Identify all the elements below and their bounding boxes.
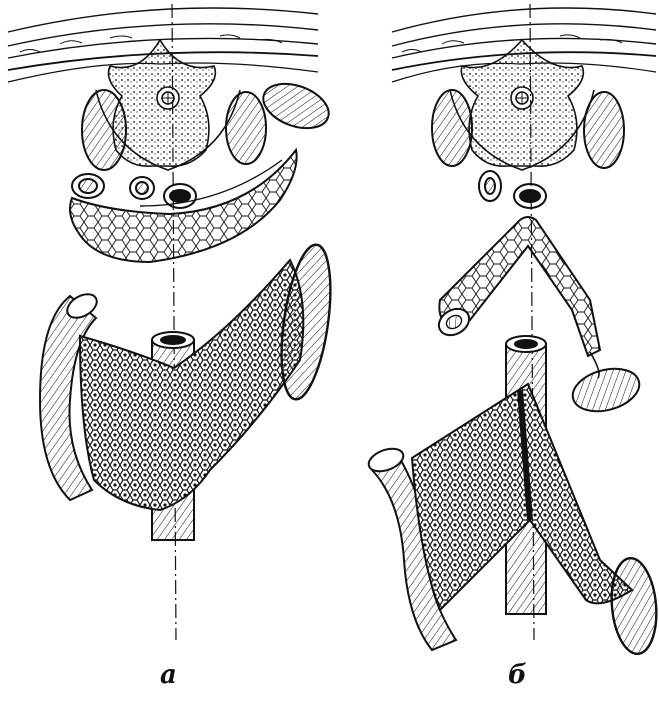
panel-a-right-kidney bbox=[226, 92, 266, 164]
panel-a-drawing bbox=[8, 4, 339, 640]
panel-a-pancreas-body bbox=[80, 260, 303, 510]
panel-b-left-kidney bbox=[432, 90, 472, 166]
panel-b-vessels-cross-section bbox=[479, 171, 546, 208]
panel-b-right-kidney bbox=[584, 92, 624, 168]
panel-b-drawing bbox=[366, 4, 659, 656]
panel-a-label: а bbox=[160, 660, 177, 690]
panel-b-vertebra bbox=[450, 40, 594, 170]
panel-b-label: б bbox=[508, 660, 527, 690]
panel-a-left-kidney bbox=[82, 90, 126, 170]
panel-b-pancreas-section bbox=[439, 217, 600, 356]
panel-b-spleen-upper bbox=[568, 362, 644, 418]
panel-a-spleen bbox=[257, 76, 335, 137]
panel-b-spleen-lower bbox=[608, 556, 659, 655]
panel-a-spleen-lower bbox=[273, 242, 338, 403]
